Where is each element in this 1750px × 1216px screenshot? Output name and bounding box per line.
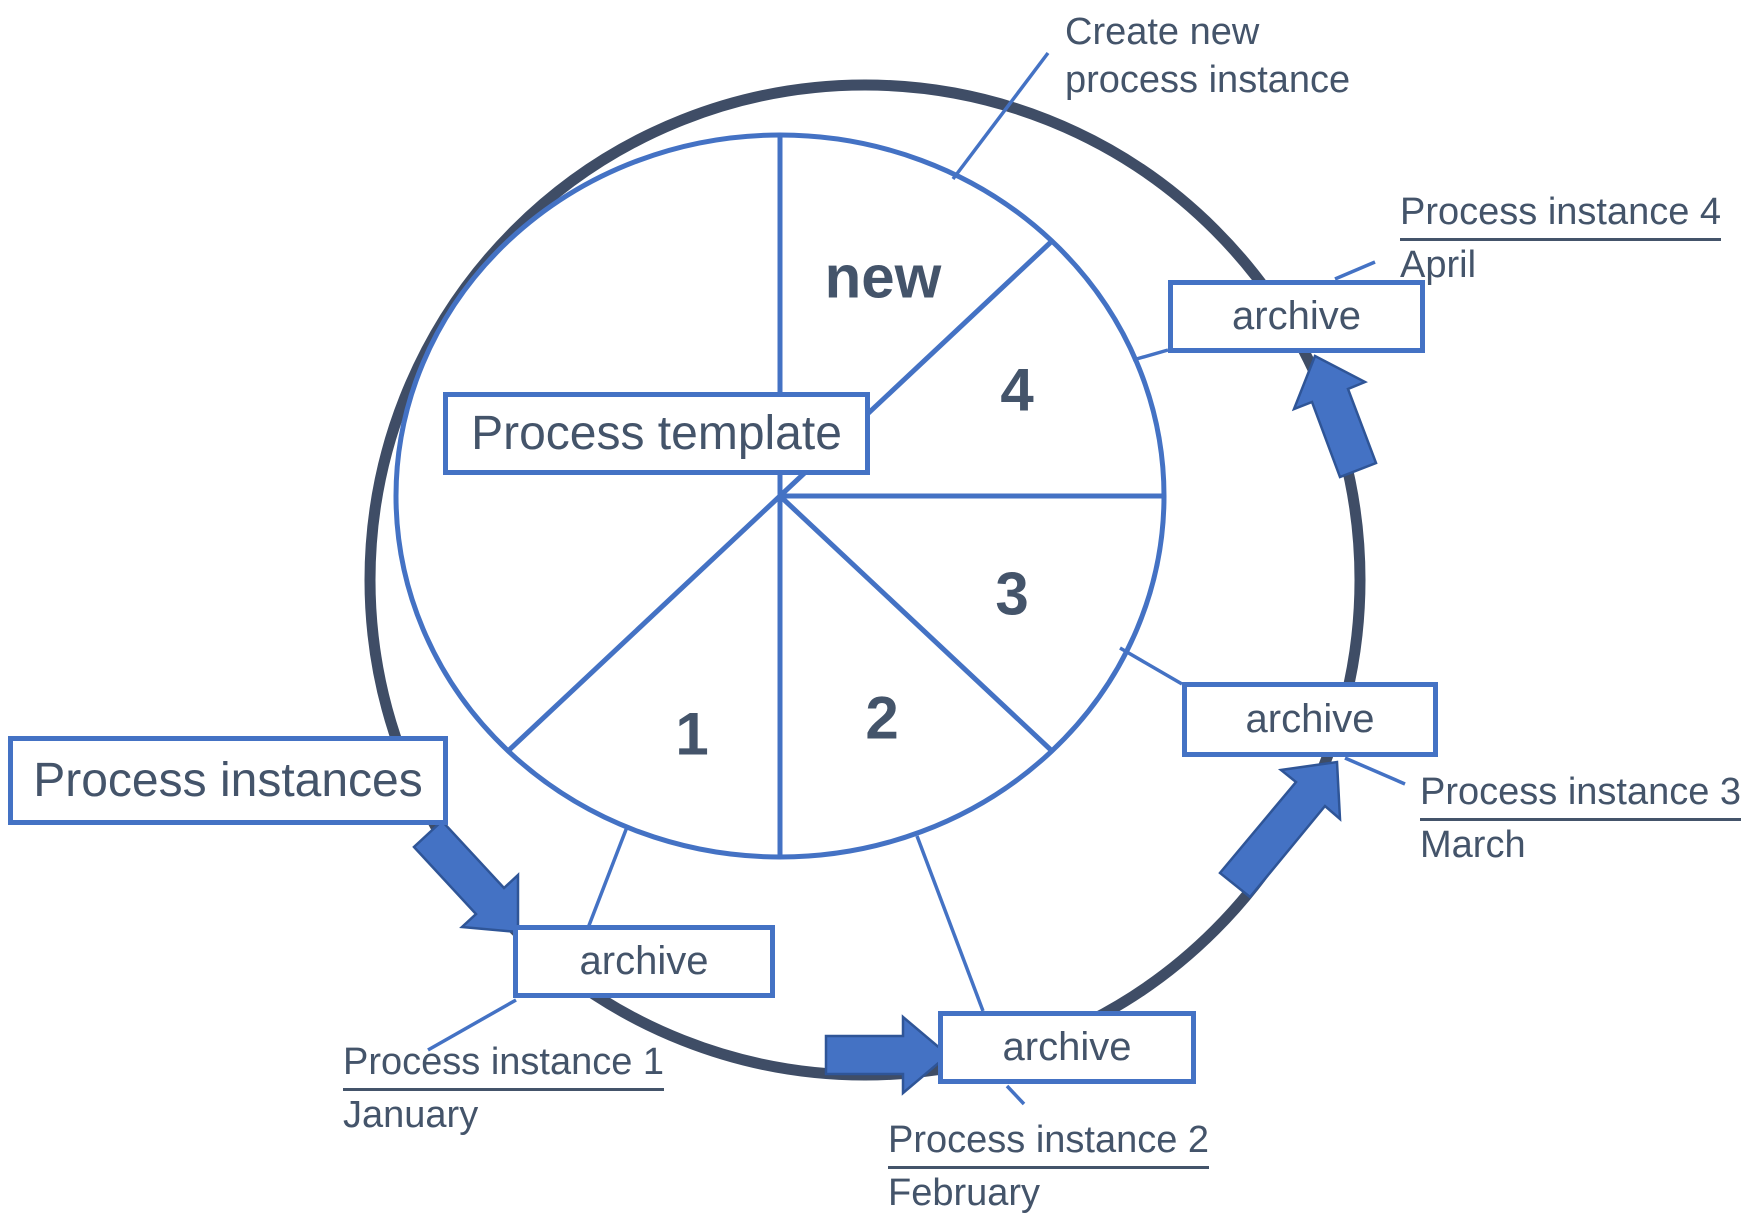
callout-wheel-to-archive-april <box>1132 348 1169 362</box>
callout-create-new <box>951 51 1050 181</box>
callout-archive-april-to-label <box>1334 260 1376 281</box>
instance-1-name: Process instance 1 <box>343 1038 665 1091</box>
process-instances-label: Process instances <box>33 754 423 807</box>
process-instances-box: Process instances <box>8 736 448 825</box>
instance-2-name: Process instance 2 <box>888 1116 1210 1169</box>
archive-box-january: archive <box>513 925 775 998</box>
arrow-to-archive-march <box>1218 760 1342 899</box>
callout-archive-february-to-label <box>1005 1084 1026 1106</box>
arrow-to-archive-april <box>1291 354 1378 479</box>
instance-3-name: Process instance 3 <box>1420 768 1742 821</box>
instance-1-month: January <box>343 1094 479 1136</box>
divider-3-2 <box>778 494 1054 753</box>
instance-label-1: Process instance 1 January <box>343 1038 665 1140</box>
archive-box-february: archive <box>938 1011 1196 1084</box>
instance-3-month: March <box>1420 824 1526 866</box>
arrow-to-archive-january <box>412 819 520 934</box>
callout-wheel-to-archive-january <box>586 826 629 929</box>
create-new-note-line2: process instance <box>1065 59 1351 101</box>
instance-label-4: Process instance 4 April <box>1400 188 1722 290</box>
process-template-box: Process template <box>443 392 870 475</box>
divider-1-empty <box>506 494 782 753</box>
instance-label-2: Process instance 2 February <box>888 1116 1210 1216</box>
instance-2-month: February <box>888 1172 1041 1214</box>
instance-label-3: Process instance 3 March <box>1420 768 1742 870</box>
flow-arrows <box>412 354 1378 1096</box>
create-new-note: Create new process instance <box>1065 8 1350 104</box>
create-new-note-line1: Create new <box>1065 11 1260 53</box>
process-template-label: Process template <box>471 407 842 460</box>
archive-box-april-label: archive <box>1232 294 1361 338</box>
arrow-to-archive-february <box>824 1014 950 1096</box>
archive-box-march: archive <box>1182 682 1438 757</box>
callout-wheel-to-archive-march <box>1119 646 1183 686</box>
archive-box-january-label: archive <box>579 939 709 983</box>
instance-4-name: Process instance 4 <box>1400 188 1722 241</box>
slice-label-1: 1 <box>675 700 709 768</box>
slice-label-new: new <box>824 243 942 311</box>
slice-label-4: 4 <box>1000 356 1034 424</box>
callout-archive-january-to-label <box>427 998 517 1052</box>
callout-lines <box>427 51 1406 1106</box>
archive-box-february-label: archive <box>1002 1025 1132 1069</box>
callout-archive-march-to-label <box>1344 756 1406 786</box>
slice-label-2: 2 <box>865 684 899 752</box>
instance-4-month: April <box>1400 244 1477 286</box>
callout-wheel-to-archive-february <box>915 835 985 1012</box>
archive-box-march-label: archive <box>1245 697 1375 741</box>
slice-label-3: 3 <box>995 560 1029 628</box>
archive-box-april: archive <box>1168 280 1425 353</box>
